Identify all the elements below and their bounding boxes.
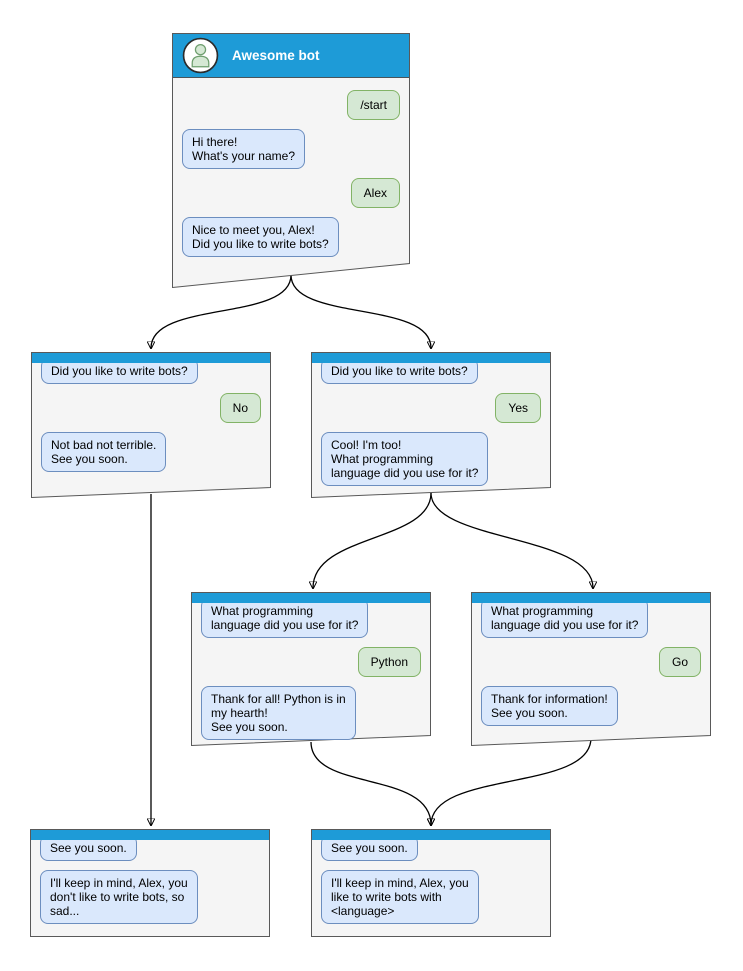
chat-node-end-no: See you soon. I'll keep in mind, Alex, y…: [30, 829, 270, 937]
message-list: See you soon. I'll keep in mind, Alex, y…: [30, 835, 270, 924]
bot-reply-bubble: Thank for all! Python is in my hearth! S…: [201, 686, 356, 740]
arrow-python-to-end-yes: [310, 741, 431, 825]
chat-header: Awesome bot: [173, 34, 409, 78]
chat-node-lang-python: What programming language did you use fo…: [191, 592, 431, 746]
bot-question-bubble: What programming language did you use fo…: [201, 598, 369, 638]
node-header-strip: [32, 353, 270, 363]
message-list: See you soon. I'll keep in mind, Alex, y…: [311, 835, 551, 924]
user-command-bubble: /start: [347, 90, 400, 120]
message-list: What programming language did you use fo…: [191, 598, 431, 740]
chat-node-end-yes: See you soon. I'll keep in mind, Alex, y…: [311, 829, 551, 937]
user-answer-bubble: No: [219, 393, 261, 423]
bot-avatar-icon: [182, 37, 219, 74]
bot-question-bubble: Nice to meet you, Alex! Did you like to …: [182, 217, 339, 257]
user-name-bubble: Alex: [350, 178, 400, 208]
message-list: What programming language did you use fo…: [471, 598, 711, 726]
user-answer-bubble: Python: [357, 647, 421, 677]
bot-question-bubble: What programming language did you use fo…: [481, 598, 649, 638]
bot-greeting-bubble: Hi there! What's your name?: [182, 129, 306, 169]
chat-node-branch-yes: Did you like to write bots? Yes Cool! I'…: [311, 352, 551, 498]
bot-reply-bubble: I'll keep in mind, Alex, you like to wri…: [321, 870, 479, 924]
message-list: Did you like to write bots? Yes Cool! I'…: [311, 358, 551, 486]
node-header-strip: [31, 830, 269, 840]
bot-reply-bubble: Thank for information! See you soon.: [481, 686, 618, 726]
bot-reply-bubble: I'll keep in mind, Alex, you don't like …: [40, 870, 198, 924]
chat-node-branch-no: Did you like to write bots? No Not bad n…: [31, 352, 271, 498]
chat-node-lang-go: What programming language did you use fo…: [471, 592, 711, 746]
node-header-strip: [192, 593, 430, 603]
bot-reply-bubble: Not bad not terrible. See you soon.: [41, 432, 167, 472]
user-answer-bubble: Go: [658, 647, 701, 677]
message-list: /start Hi there! What's your name? Alex …: [172, 78, 410, 257]
node-header-strip: [472, 593, 710, 603]
node-header-strip: [312, 830, 550, 840]
chat-node-start: Awesome bot /start Hi there! What's your…: [172, 33, 410, 288]
bot-title: Awesome bot: [232, 48, 320, 63]
arrow-go-to-end-yes: [431, 737, 592, 825]
arrow-branch-yes-to-python: [313, 492, 432, 588]
message-list: Did you like to write bots? No Not bad n…: [31, 358, 271, 472]
arrow-branch-yes-to-go: [430, 492, 593, 588]
bot-reply-bubble: Cool! I'm too! What programming language…: [321, 432, 489, 486]
user-answer-bubble: Yes: [495, 393, 541, 423]
node-header-strip: [312, 353, 550, 363]
